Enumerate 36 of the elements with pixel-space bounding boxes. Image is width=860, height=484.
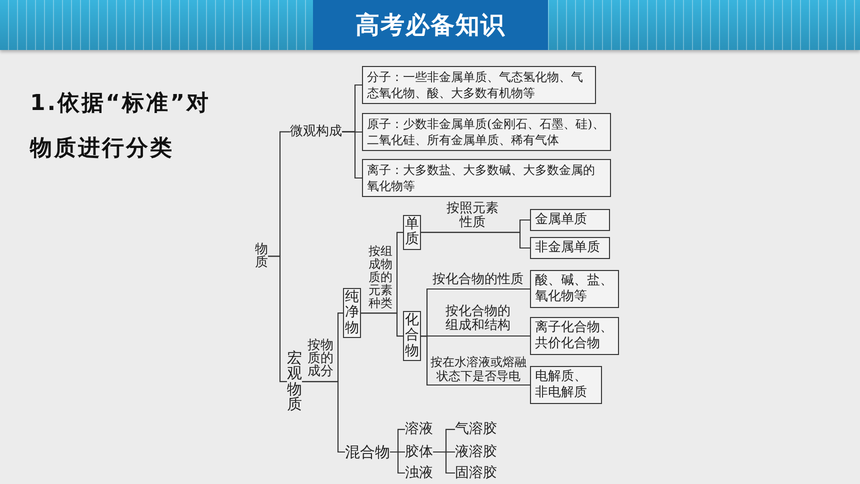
category-box: 金属单质 — [530, 209, 610, 231]
category-label: 物质 — [255, 243, 268, 270]
category-label: 气溶胶 — [455, 421, 497, 438]
category-label: 固溶胶 — [455, 464, 497, 482]
category-label: 微观构成 — [290, 124, 342, 140]
category-box: 离子：大多数盐、大多数碱、大多数金属的氧化物等 — [362, 159, 611, 197]
connector-line — [421, 336, 530, 386]
edge-label: 按化合物的组成和结构 — [445, 305, 511, 333]
connector-line — [361, 312, 403, 337]
category-label: 溶液 — [405, 421, 433, 438]
category-box: 分子：一些非金属单质、气态氢化物、气态氧化物、酸、大多数有机物等 — [362, 66, 596, 104]
category-label: 胶体 — [405, 444, 433, 460]
connector-line — [268, 256, 287, 382]
connector-line — [302, 381, 345, 453]
category-box: 电解质、非电解质 — [530, 366, 602, 404]
section-heading: 1.依据“标准”对物质进行分类 — [30, 90, 212, 163]
edge-label: 按化合物的性质 — [432, 273, 524, 287]
category-box: 酸、碱、盐、氧化物等 — [530, 270, 619, 308]
edge-label: 按组成物质的元素种类 — [368, 245, 393, 310]
category-label: 液溶胶 — [455, 444, 497, 460]
category-box: 单质 — [403, 215, 421, 250]
edge-label: 按照元素性质 — [446, 202, 499, 230]
connector-line — [342, 131, 362, 179]
category-box: 化合物 — [403, 311, 421, 362]
page-title: 高考必备知识 — [313, 0, 548, 50]
edge-label: 按物质的成分 — [307, 339, 334, 378]
category-box: 非金属单质 — [530, 237, 610, 259]
connector-line — [390, 451, 405, 474]
category-box: 原子：少数非金属单质(金刚石、石墨、硅)、二氧化硅、所有金属单质、稀有气体 — [362, 113, 611, 151]
connector-line — [421, 232, 530, 249]
category-label: 混合物 — [345, 443, 390, 461]
category-label: 浊液 — [405, 464, 433, 482]
category-box: 离子化合物、共价化合物 — [530, 317, 619, 355]
edge-label: 按在水溶液或熔融状态下是否导电 — [430, 355, 527, 383]
category-label: 宏观物质 — [287, 351, 302, 412]
category-box: 纯净物 — [343, 288, 361, 338]
